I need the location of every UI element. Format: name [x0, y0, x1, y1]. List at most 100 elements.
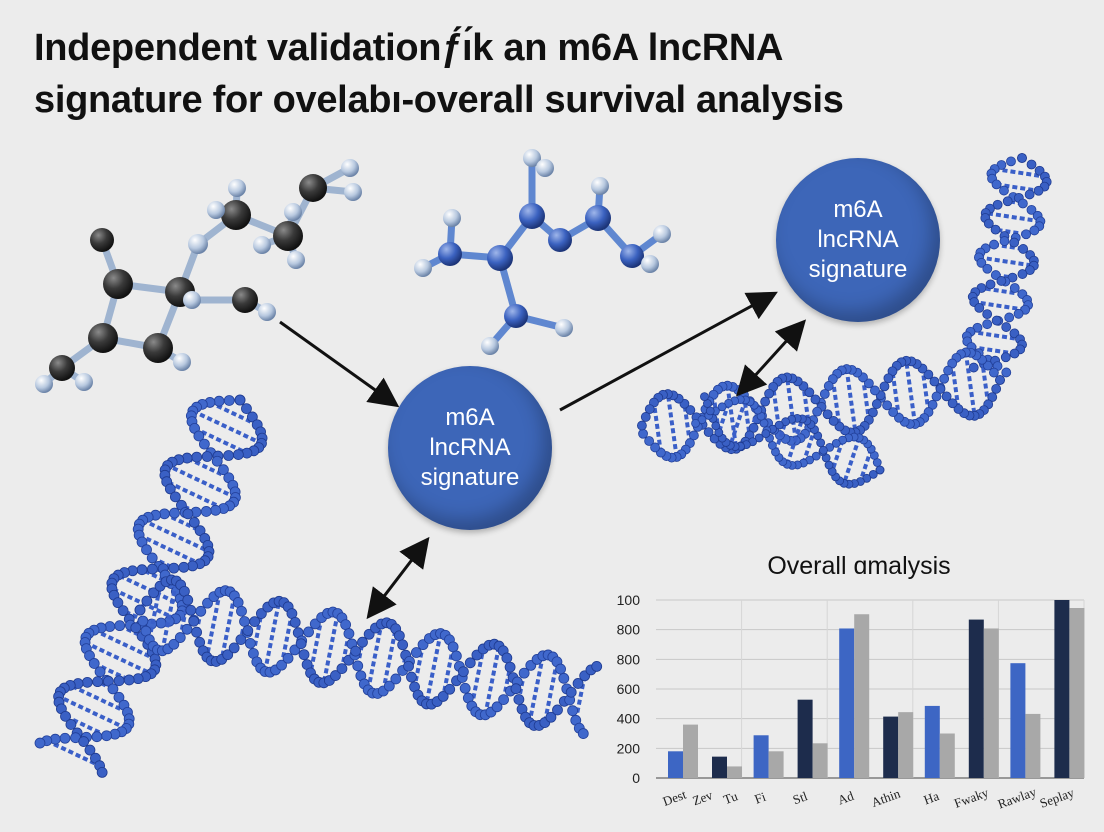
backbone-bead	[447, 641, 459, 653]
backbone-bead	[888, 407, 899, 417]
signature-node-center: m6A lncRNA signature	[388, 366, 552, 530]
base-pair	[165, 479, 225, 511]
backbone-bead	[78, 736, 90, 747]
base-pair	[141, 518, 210, 554]
backbone-bead	[459, 682, 471, 694]
backbone-bead	[101, 730, 112, 742]
backbone-bead	[999, 236, 1010, 246]
backbone-bead	[136, 564, 148, 576]
bar	[712, 756, 727, 778]
backbone-bead	[498, 694, 509, 706]
base-pair	[483, 645, 502, 716]
backbone-bead	[501, 652, 513, 664]
base-pair	[93, 661, 131, 682]
backbone-bead	[235, 634, 247, 646]
backbone-bead	[1009, 348, 1020, 359]
backbone-bead	[282, 652, 294, 664]
backbone-bead	[169, 491, 181, 503]
backbone-bead	[112, 597, 124, 609]
base-pair	[178, 599, 190, 638]
backbone-bead	[188, 517, 200, 528]
backbone-bead	[383, 680, 395, 692]
chart-title: Overall ɑmalysis	[767, 552, 951, 580]
base-pair	[716, 402, 731, 434]
backbone-bead	[518, 667, 530, 679]
atom	[284, 203, 302, 221]
backbone-bead	[1017, 153, 1027, 163]
backbone-bead	[228, 642, 240, 654]
backbone-bead	[697, 415, 707, 425]
atom	[183, 291, 201, 309]
base-pair	[69, 683, 129, 715]
atom	[555, 319, 573, 337]
node-label-line-2: lncRNA	[817, 226, 899, 253]
bar	[812, 743, 828, 778]
backbone-bead	[148, 587, 160, 599]
base-pair	[339, 633, 351, 669]
backbone-bead	[558, 672, 570, 684]
backbone-bead	[894, 412, 904, 423]
atom	[207, 201, 225, 219]
atom	[487, 245, 513, 271]
base-pair	[785, 377, 798, 441]
base-pair	[773, 421, 788, 453]
backbone-bead	[137, 615, 149, 627]
backbone-bead	[450, 650, 462, 662]
backbone-bead	[117, 605, 129, 617]
atom	[103, 269, 133, 299]
base-pair	[204, 591, 222, 658]
backbone-bead	[868, 469, 878, 479]
backbone-bead	[444, 683, 456, 695]
backbone-bead	[1002, 196, 1013, 207]
backbone-bead	[223, 450, 234, 461]
backbone-bead	[990, 270, 1001, 280]
bar	[839, 628, 855, 778]
backbone-bead	[188, 615, 200, 627]
molecule-icon-left	[35, 159, 362, 393]
backbone-bead	[1024, 189, 1035, 200]
node-label-line-3: signature	[420, 464, 520, 491]
backbone-bead	[868, 407, 878, 418]
bar	[1054, 600, 1070, 778]
backbone-bead	[181, 623, 193, 635]
backbone-bead	[185, 604, 197, 616]
backbone-bead	[929, 376, 940, 387]
base-pair	[830, 439, 845, 473]
x-tick-label: Rawlay	[996, 784, 1039, 812]
backbone-bead	[1017, 198, 1028, 209]
backbone-bead	[555, 663, 566, 675]
bar	[983, 628, 999, 778]
backbone-bead	[123, 674, 135, 686]
bar	[924, 705, 940, 778]
backbone-bead	[989, 367, 999, 378]
backbone-bead	[403, 660, 414, 672]
backbone-bead	[650, 442, 660, 453]
backbone-bead	[187, 560, 198, 572]
base-pair	[920, 368, 931, 413]
backbone-bead	[870, 385, 880, 396]
backbone-bead	[132, 673, 144, 685]
backbone-bead	[141, 595, 153, 607]
atom	[221, 200, 251, 230]
base-pair	[93, 628, 156, 661]
backbone-bead	[1009, 283, 1020, 293]
molecule-icon-middle	[414, 149, 671, 355]
base-pair	[501, 666, 513, 701]
backbone-bead	[84, 744, 96, 756]
backbone-bead	[134, 604, 146, 616]
backbone-bead	[159, 508, 170, 520]
backbone-bead	[552, 704, 563, 716]
backbone-bead	[941, 391, 952, 402]
backbone-bead	[59, 732, 71, 744]
base-pair	[138, 533, 201, 566]
backbone-bead	[276, 659, 287, 671]
atom	[273, 221, 303, 251]
atom	[504, 304, 528, 328]
backbone-bead	[819, 389, 830, 399]
backbone-bead	[591, 661, 603, 672]
base-pair	[744, 409, 760, 446]
backbone-bead	[688, 430, 699, 441]
dna-helix-icon-left	[34, 394, 603, 778]
base-pair	[251, 613, 264, 654]
backbone-bead	[565, 686, 577, 698]
